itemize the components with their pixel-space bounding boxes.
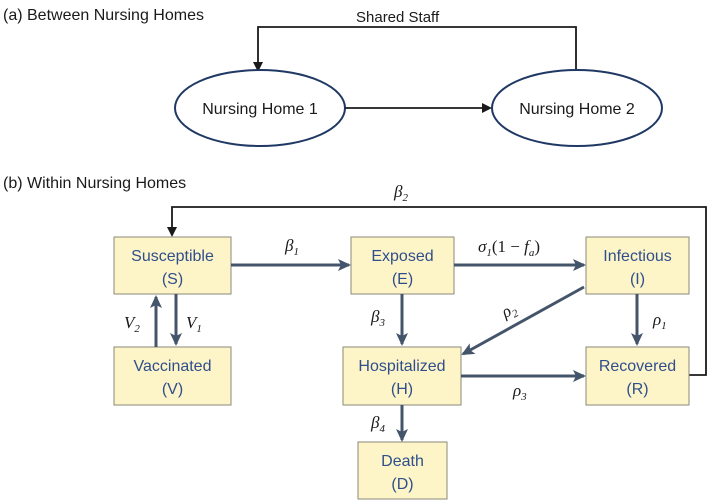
node-susceptible-name: Susceptible: [131, 248, 214, 265]
node-infectious-symbol: (I): [630, 271, 645, 288]
arrow-i-to-h: [461, 285, 585, 356]
node-recovered: Recovered (R): [585, 346, 690, 406]
beta2-feedback-arrow: [167, 206, 707, 376]
nursing-home-1-label: Nursing Home 1: [202, 101, 318, 118]
node-infectious-name: Infectious: [603, 248, 671, 265]
node-susceptible: Susceptible (S): [113, 236, 232, 295]
rho2-label: ρ2: [497, 298, 521, 325]
section-b-title: (b) Within Nursing Homes: [3, 175, 186, 192]
node-recovered-name: Recovered: [599, 358, 676, 375]
beta2-label: β2: [393, 182, 408, 204]
node-exposed-symbol: (E): [392, 271, 413, 288]
node-hospitalized-name: Hospitalized: [358, 358, 445, 375]
node-recovered-symbol: (R): [626, 381, 648, 398]
shared-staff-label: Shared Staff: [356, 9, 440, 26]
node-hospitalized: Hospitalized (H): [342, 346, 462, 406]
rho3-label: ρ3: [512, 381, 527, 403]
node-vaccinated: Vaccinated (V): [113, 346, 232, 406]
node-exposed: Exposed (E): [350, 236, 455, 295]
rho1-label: ρ1: [652, 310, 667, 332]
sigma-label: σ1(1 − fa): [478, 237, 540, 259]
node-vaccinated-symbol: (V): [162, 381, 183, 398]
beta4-label: β4: [370, 413, 385, 435]
node-susceptible-symbol: (S): [162, 271, 183, 288]
node-death-name: Death: [381, 453, 424, 470]
nursing-home-2-label: Nursing Home 2: [519, 101, 635, 118]
node-death-symbol: (D): [391, 476, 413, 493]
nursing-home-2: [491, 69, 663, 147]
node-hospitalized-symbol: (H): [391, 381, 413, 398]
node-death: Death (D): [357, 441, 448, 500]
beta1-label: β1: [284, 236, 299, 258]
beta3-label: β3: [370, 307, 385, 329]
shared-staff-arrow: [253, 26, 577, 72]
v1-label: V1: [186, 313, 202, 335]
node-infectious: Infectious (I): [585, 236, 690, 295]
section-a-title: (a) Between Nursing Homes: [3, 7, 204, 24]
node-exposed-name: Exposed: [371, 248, 433, 265]
v2-label: V2: [124, 313, 140, 335]
node-vaccinated-name: Vaccinated: [134, 358, 212, 375]
